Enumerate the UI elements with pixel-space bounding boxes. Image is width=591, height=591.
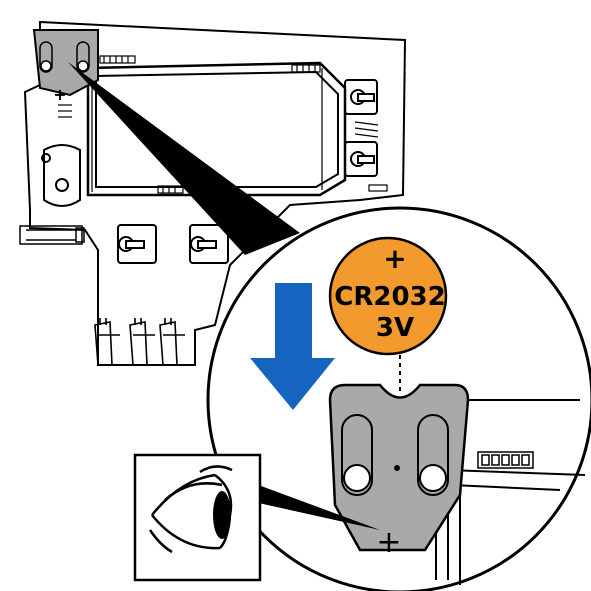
insert-direction-arrow [250,283,335,410]
push-button [189,224,229,264]
magnified-pin-strip [477,451,534,469]
magnification-wedge [68,62,300,255]
push-button [117,224,157,264]
eye-inset [133,453,262,582]
battery-voltage: 3V [376,313,414,343]
eye-pupil-icon [213,491,231,539]
coin-cell-battery: + CR2032 3V [328,236,448,356]
holder-plus-mark: + [376,525,401,560]
pin-headers [94,318,185,366]
battery-polarity: + [383,242,406,275]
eye-pointer-wedge [245,480,380,530]
edge-connector [19,225,85,245]
buzzer-component [41,144,81,207]
board-plus-mark: + [53,85,66,104]
lcd-pins [99,55,321,194]
push-button [344,79,378,115]
battery-model: CR2032 [334,282,445,312]
lcd-display [86,61,347,197]
push-button [344,141,378,177]
